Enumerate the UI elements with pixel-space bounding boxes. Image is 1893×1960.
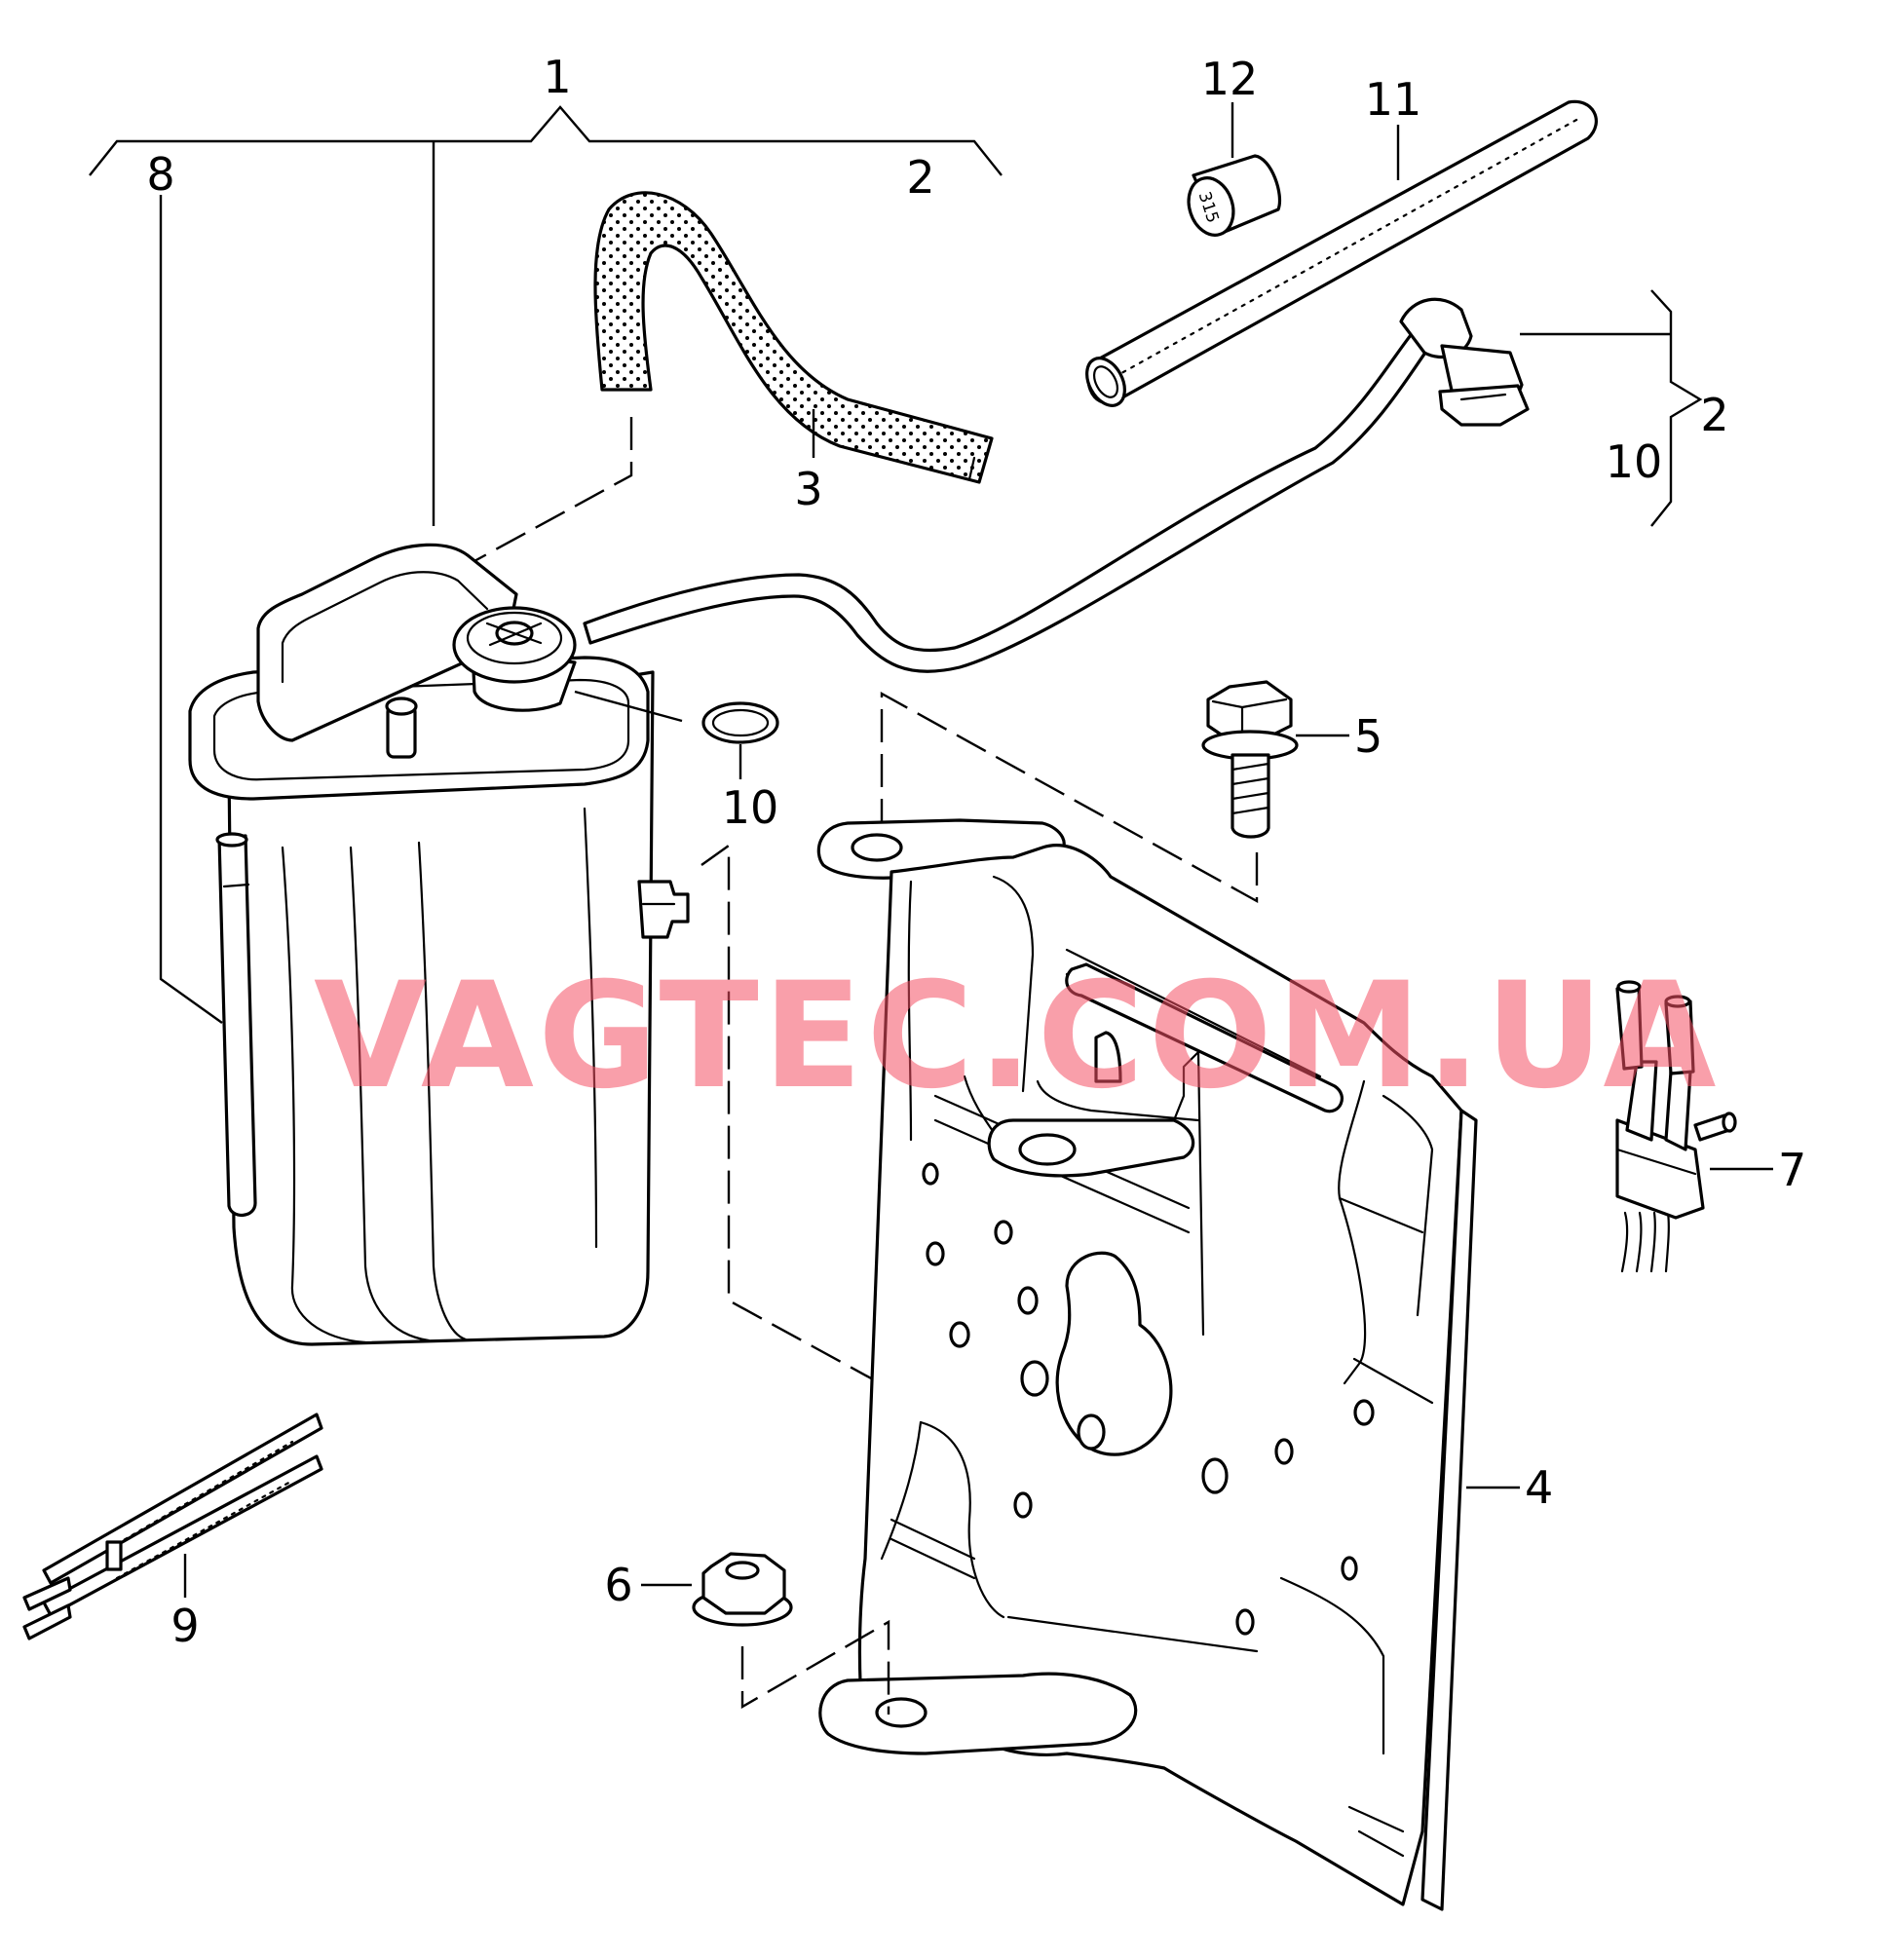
corrugated-hose-11 (1085, 99, 1598, 407)
leader-cap-10 (574, 690, 683, 723)
callout-1: 1 (543, 51, 571, 103)
nut-6 (692, 1552, 793, 1627)
callout-10-right: 10 (1606, 435, 1663, 488)
leader-8 (159, 195, 223, 1024)
dash-bolt-to-plate (880, 691, 1259, 904)
o-ring-10 (701, 701, 779, 744)
callout-8: 8 (146, 148, 174, 201)
bracket-2-10 (1650, 289, 1703, 527)
callout-9: 9 (170, 1600, 199, 1652)
callout-4: 4 (1525, 1461, 1553, 1514)
callout-3: 3 (794, 463, 822, 515)
callout-6: 6 (604, 1559, 632, 1611)
dash-clip-to-plate (700, 843, 1121, 1517)
callout-5: 5 (1354, 710, 1382, 763)
vent-line-2 (583, 297, 1530, 673)
callout-11: 11 (1365, 73, 1422, 126)
bolt-5 (1201, 680, 1299, 839)
connector-7 (1615, 980, 1737, 1273)
group-bracket-1 (89, 105, 1003, 526)
cable-ties-9 (22, 1413, 323, 1640)
callout-12: 12 (1201, 53, 1259, 105)
mounting-plate-4 (816, 818, 1478, 1911)
hose-part-3 (593, 191, 994, 484)
callout-7: 7 (1778, 1144, 1806, 1196)
part-12: 315 (1187, 154, 1281, 237)
callout-10-oring: 10 (722, 781, 779, 834)
callout-2-right: 2 (1700, 389, 1728, 441)
callout-2-top: 2 (906, 151, 934, 204)
watermark: VAGTEC.COM.UA (314, 952, 1720, 1121)
dash-nut-to-plate (740, 1619, 890, 1715)
canister-1 (188, 543, 690, 1346)
